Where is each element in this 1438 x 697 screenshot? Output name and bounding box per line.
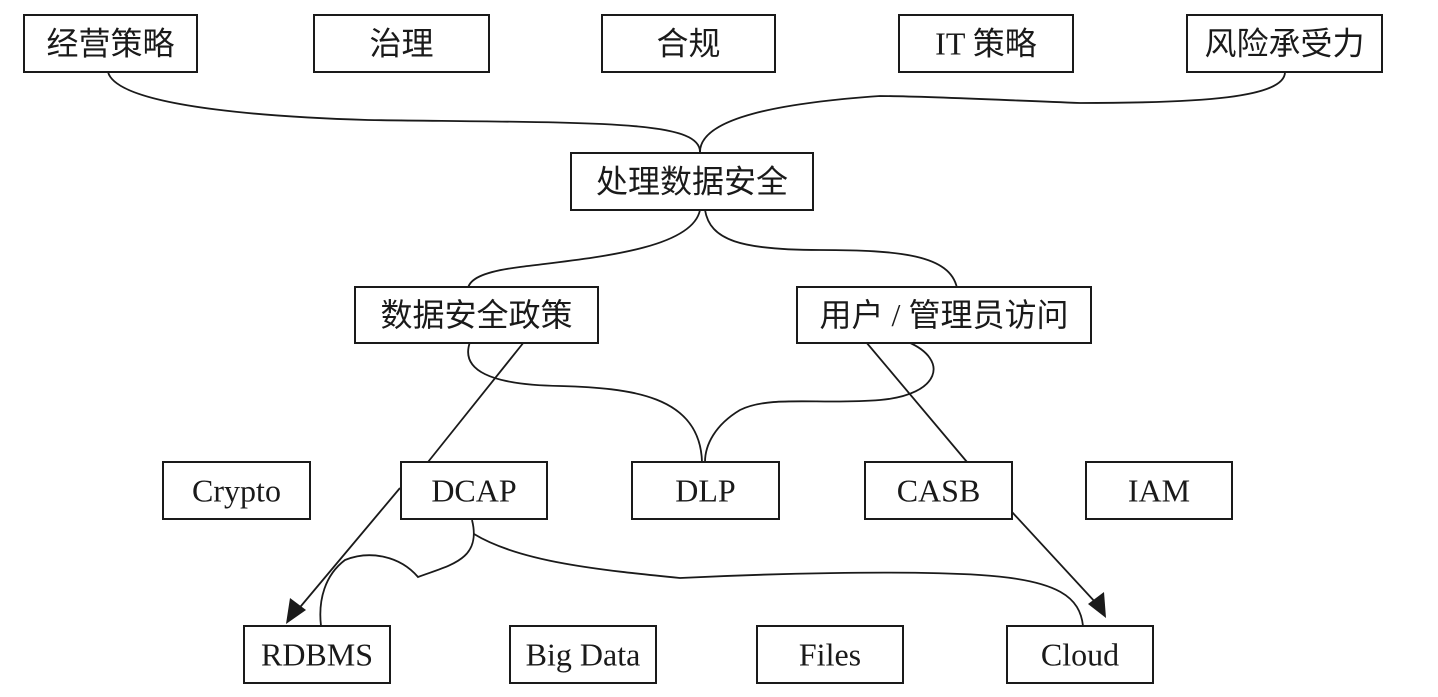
arrow-head-rdbms xyxy=(286,598,306,624)
node-label: DCAP xyxy=(431,473,516,509)
node-label: CASB xyxy=(897,473,981,509)
edge-handle-data-security-to-data-security-policy xyxy=(467,209,701,289)
node-label: 治理 xyxy=(369,26,433,62)
node-dcap: DCAP xyxy=(400,461,548,520)
node-label: Cloud xyxy=(1041,637,1119,673)
node-label: 经营策略 xyxy=(46,26,174,62)
node-label: 风险承受力 xyxy=(1204,26,1364,62)
node-it-strategy: IT 策略 xyxy=(898,14,1074,73)
node-label: Crypto xyxy=(192,473,281,509)
node-governance: 治理 xyxy=(313,14,490,73)
edge-user-admin-access-to-casb xyxy=(865,341,968,463)
edge-data-security-policy-to-dcap xyxy=(427,341,525,463)
edge-dcap-to-rdbms xyxy=(295,487,401,613)
arrow-head-cloud xyxy=(1088,592,1106,618)
connectors xyxy=(107,71,1286,627)
node-crypto: Crypto xyxy=(162,461,311,520)
edge-data-security-policy-to-dlp xyxy=(467,341,703,463)
node-label: Files xyxy=(799,637,861,673)
edge-dcap-to-cloud xyxy=(473,533,1084,627)
node-handle-data-security: 处理数据安全 xyxy=(570,152,814,211)
node-dlp: DLP xyxy=(631,461,780,520)
edge-casb-to-cloud xyxy=(1011,511,1097,604)
node-label: RDBMS xyxy=(261,637,373,673)
node-label: IT 策略 xyxy=(935,26,1037,62)
node-rdbms: RDBMS xyxy=(243,625,391,684)
node-label: 处理数据安全 xyxy=(596,164,788,200)
node-risk-tolerance: 风险承受力 xyxy=(1186,14,1383,73)
edge-risk-tolerance-to-handle-data-security xyxy=(699,71,1286,153)
node-data-security-policy: 数据安全政策 xyxy=(354,286,599,344)
node-compliance: 合规 xyxy=(601,14,776,73)
node-cloud: Cloud xyxy=(1006,625,1154,684)
edge-dcap-loop-to-rdbms xyxy=(319,519,475,627)
node-label: IAM xyxy=(1128,473,1190,509)
node-label: 数据安全政策 xyxy=(380,297,572,333)
edge-user-admin-access-to-dlp xyxy=(704,341,935,463)
node-files: Files xyxy=(756,625,904,684)
edge-business-strategy-to-handle-data-security xyxy=(107,71,701,153)
node-casb: CASB xyxy=(864,461,1013,520)
node-label: 用户 / 管理员访问 xyxy=(820,297,1069,333)
node-label: 合规 xyxy=(656,26,720,62)
node-business-strategy: 经营策略 xyxy=(23,14,198,73)
node-big-data: Big Data xyxy=(509,625,657,684)
node-iam: IAM xyxy=(1085,461,1233,520)
node-user-admin-access: 用户 / 管理员访问 xyxy=(796,286,1092,344)
node-label: Big Data xyxy=(526,637,641,673)
edge-handle-data-security-to-user-admin-access xyxy=(704,209,958,289)
node-label: DLP xyxy=(675,473,735,509)
